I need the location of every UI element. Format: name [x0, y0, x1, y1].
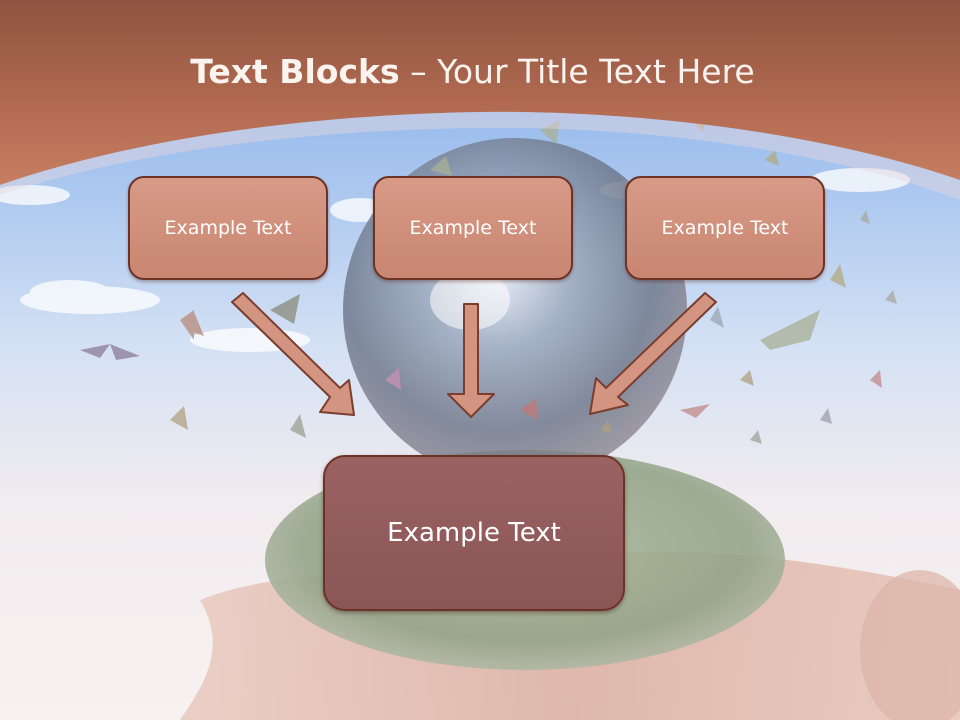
arrow-center [447, 303, 495, 418]
title-bold: Text Blocks [190, 52, 400, 91]
header-band [0, 0, 960, 185]
text-block-bottom-label: Example Text [387, 518, 561, 548]
clouds [0, 168, 910, 352]
butterflies [80, 110, 897, 444]
text-block-center[interactable]: Example Text [373, 176, 573, 280]
text-block-bottom[interactable]: Example Text [323, 455, 625, 611]
text-block-right[interactable]: Example Text [625, 176, 825, 280]
text-block-center-label: Example Text [409, 217, 537, 239]
arrow-left [231, 292, 355, 416]
text-block-right-label: Example Text [661, 217, 789, 239]
slide-title: Text Blocks – Your Title Text Here [0, 52, 945, 91]
text-block-left-label: Example Text [164, 217, 292, 239]
title-dash: – [399, 52, 438, 91]
arrow-right [589, 292, 717, 415]
text-block-left[interactable]: Example Text [128, 176, 328, 280]
title-rest: Your Title Text Here [437, 52, 755, 91]
